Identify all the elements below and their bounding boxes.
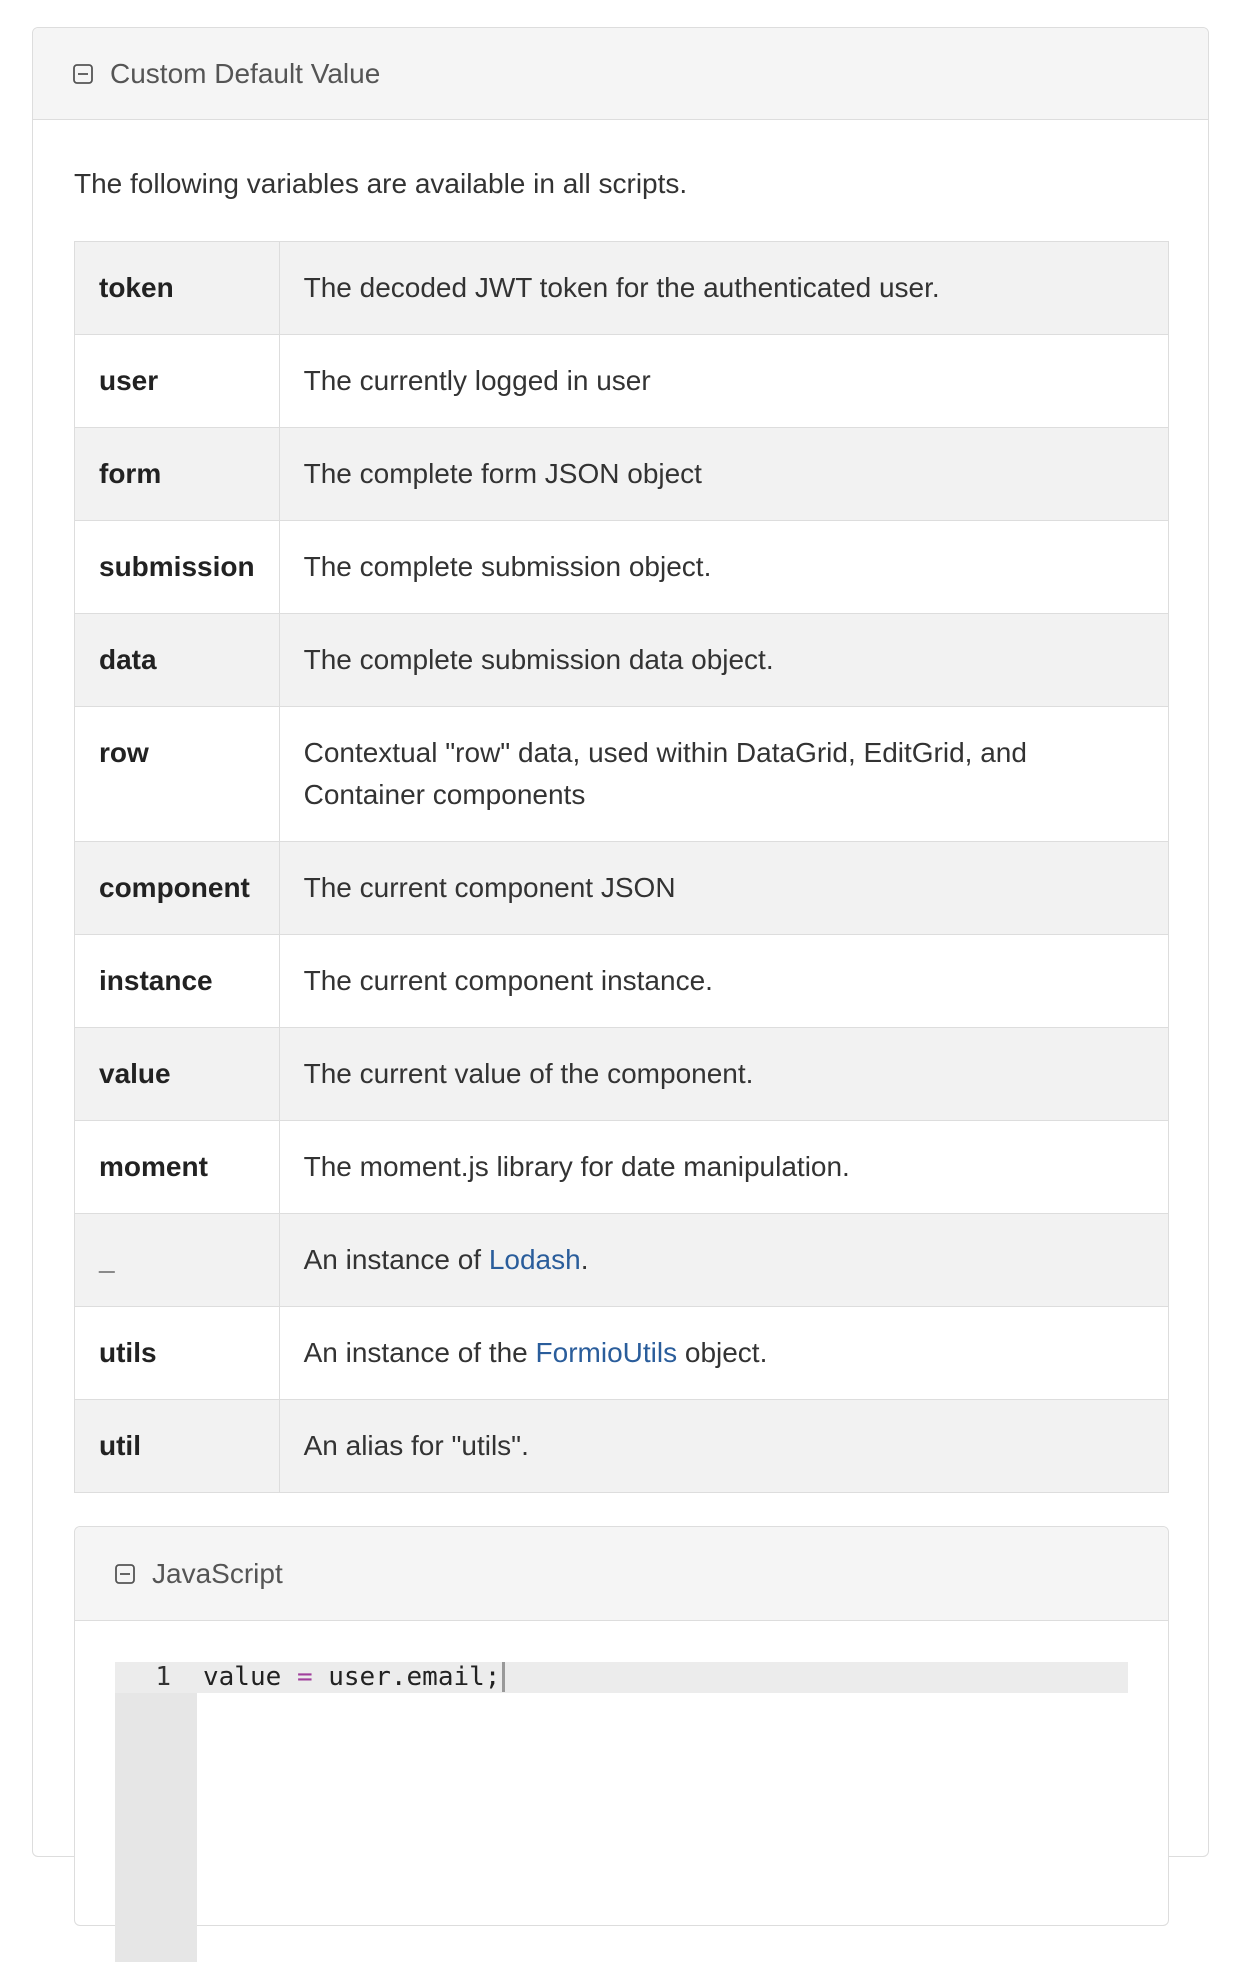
variable-name: data: [74, 613, 280, 707]
code-editor[interactable]: 1 value = user.email;: [115, 1662, 1128, 1962]
variable-name: _: [74, 1213, 280, 1307]
variable-description: The moment.js library for date manipulat…: [278, 1120, 1170, 1214]
code-lhs: value: [203, 1662, 282, 1692]
line-number: 1: [155, 1662, 171, 1692]
variable-name: instance: [74, 934, 280, 1028]
code-operator: =: [296, 1662, 313, 1692]
variable-name: form: [74, 427, 280, 521]
code-line[interactable]: value = user.email;: [203, 1662, 506, 1693]
variable-name: submission: [74, 520, 280, 614]
javascript-panel: JavaScript 1 value = user.email;: [74, 1526, 1169, 1962]
description-prefix: An instance of: [303, 1244, 489, 1275]
panel-heading[interactable]: Custom Default Value: [33, 28, 1208, 120]
variable-description: The current component instance.: [278, 934, 1170, 1028]
collapse-minus-icon[interactable]: [115, 1563, 135, 1584]
variable-description: The complete submission data object.: [278, 613, 1170, 707]
variable-name: utils: [74, 1306, 280, 1400]
custom-default-value-panel: Custom Default Value The following varia…: [32, 27, 1209, 1962]
variable-description: An instance of the FormioUtils object.: [278, 1306, 1170, 1400]
variable-name: component: [74, 841, 280, 935]
variable-name: user: [74, 334, 280, 428]
variable-description: An instance of Lodash.: [278, 1213, 1170, 1307]
variable-description: The currently logged in user: [278, 334, 1170, 428]
doc-link[interactable]: Lodash: [488, 1244, 581, 1275]
variable-description: The complete submission object.: [278, 520, 1170, 614]
doc-link[interactable]: FormioUtils: [535, 1337, 678, 1368]
text-cursor: [502, 1662, 506, 1692]
variable-description: The complete form JSON object: [278, 427, 1170, 521]
panel-title: Custom Default Value: [110, 57, 381, 89]
variable-name: row: [74, 706, 280, 842]
variable-name: util: [74, 1399, 280, 1493]
intro-text: The following variables are available in…: [74, 168, 688, 199]
variable-description: The current value of the component.: [278, 1027, 1170, 1121]
variable-name: moment: [74, 1120, 280, 1214]
description-prefix: An instance of the: [303, 1337, 536, 1368]
description-suffix: object.: [677, 1337, 768, 1368]
variable-name: token: [74, 241, 280, 335]
active-line[interactable]: [115, 1662, 1128, 1693]
variable-description: An alias for "utils".: [278, 1399, 1170, 1493]
javascript-panel-title: JavaScript: [152, 1557, 283, 1589]
table-row: _An instance of Lodash.: [74, 1213, 1170, 1307]
code-rhs: user.email;: [328, 1662, 501, 1692]
variable-description: The current component JSON: [278, 841, 1170, 935]
variable-description: Contextual "row" data, used within DataG…: [278, 706, 1170, 842]
description-suffix: .: [580, 1244, 589, 1275]
variable-name: value: [74, 1027, 280, 1121]
collapse-minus-icon[interactable]: [73, 63, 93, 84]
javascript-panel-heading[interactable]: JavaScript: [75, 1527, 1168, 1621]
variable-description: The decoded JWT token for the authentica…: [278, 241, 1170, 335]
editor-gutter: [115, 1662, 197, 1962]
